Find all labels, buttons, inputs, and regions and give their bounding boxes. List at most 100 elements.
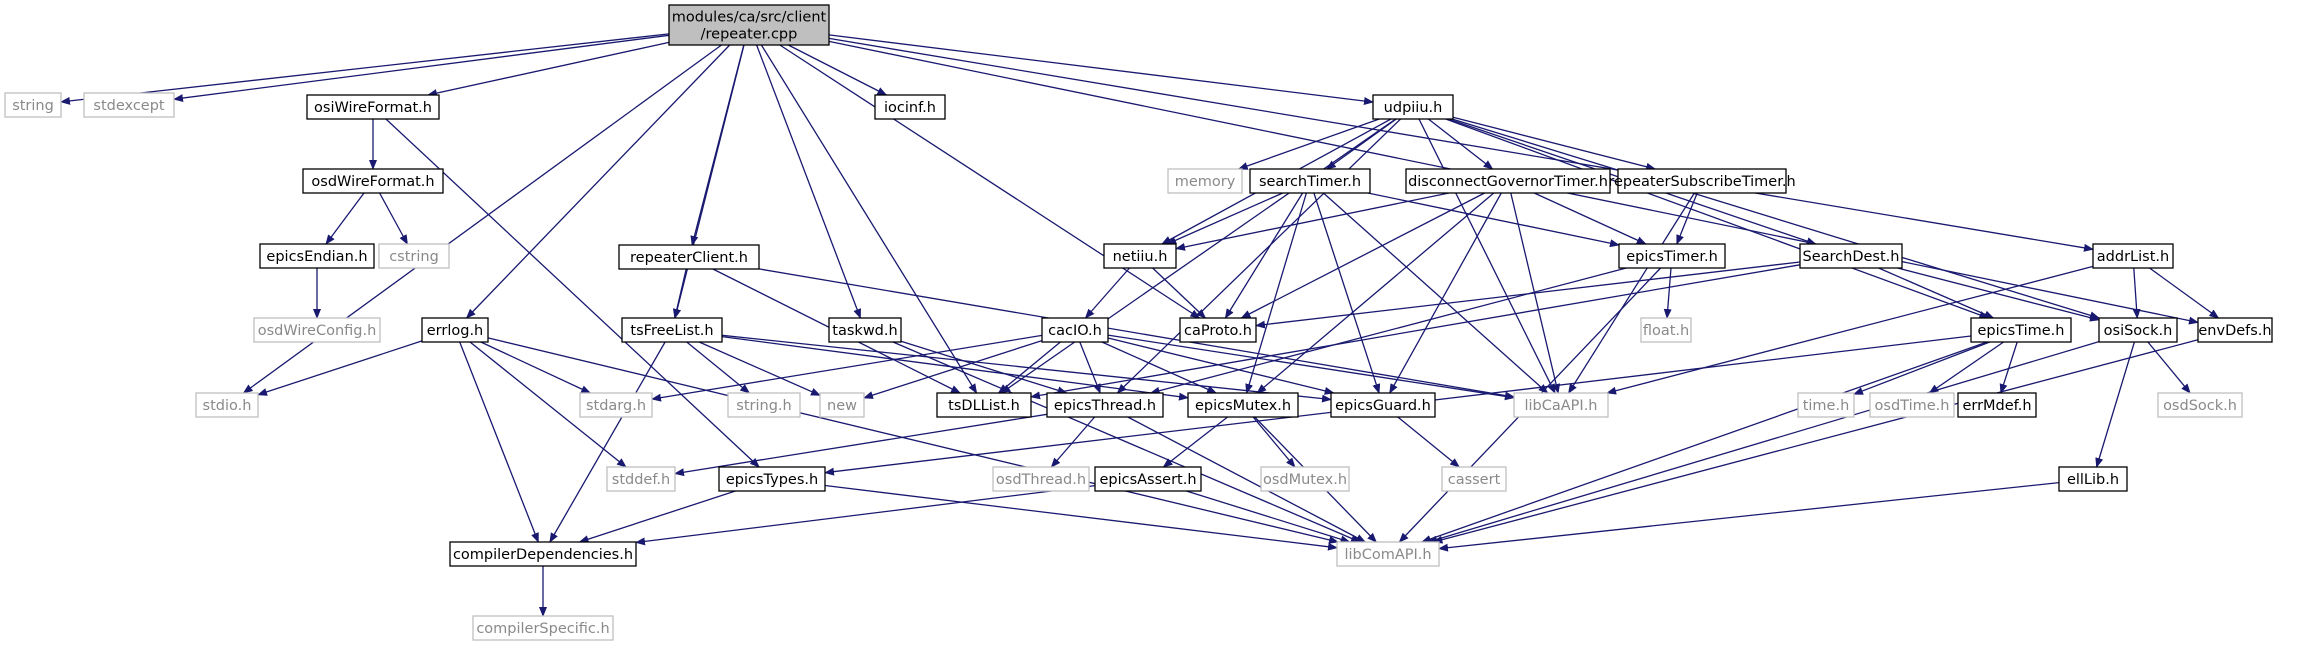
edge-searchTimer-to-epicsTimer — [1367, 192, 1620, 248]
node-disconnectGovernorTimer[interactable]: disconnectGovernorTimer.h — [1405, 168, 1611, 194]
node-label: epicsAssert.h — [1099, 472, 1196, 488]
node-label: libComAPI.h — [1344, 547, 1431, 563]
edge-cacIO-to-libCaAPI — [1107, 334, 1515, 401]
node-label: tsFreeList.h — [630, 323, 713, 339]
edge-tsFreeList-to-epicsMutex — [721, 335, 1189, 401]
node-label: addrList.h — [2097, 249, 2169, 265]
node-label: memory — [1175, 174, 1236, 190]
node-caProto[interactable]: caProto.h — [1179, 317, 1257, 343]
edge-epicsTimer-to-float — [1663, 267, 1672, 319]
node-label: osdThread.h — [996, 472, 1086, 488]
node-box — [1249, 168, 1371, 194]
edge-cacIO-to-tsDLList — [997, 341, 1061, 394]
node-box — [1094, 466, 1202, 492]
node-box — [727, 392, 801, 418]
node-box — [1970, 317, 2072, 343]
edge-root-to-iocinf — [788, 44, 888, 96]
edge-ellLib-to-libComAPI — [1438, 481, 2060, 552]
edge-cacIO-to-new — [863, 339, 1043, 399]
edge-udpiiu-to-libCaAPI — [1418, 118, 1556, 394]
node-osiSock[interactable]: osiSock.h — [2098, 317, 2178, 343]
edge-errlog-to-stdio — [257, 340, 423, 396]
node-epicsAssert[interactable]: epicsAssert.h — [1094, 466, 1202, 492]
node-epicsThread[interactable]: epicsThread.h — [1046, 392, 1164, 418]
node-box — [618, 244, 760, 270]
edge-osiWireFormat-to-epicsTypes — [385, 118, 760, 468]
node-repeaterSubscribeTimer[interactable]: repeaterSubscribeTimer.h — [1608, 168, 1796, 194]
node-label: epicsTimer.h — [1626, 249, 1718, 265]
edge-epicsTime-to-errMdef — [1999, 341, 2018, 394]
edge-addrList-to-libCaAPI — [1606, 265, 2094, 395]
node-epicsTypes[interactable]: epicsTypes.h — [718, 466, 826, 492]
node-label: stdio.h — [203, 398, 252, 414]
node-box — [668, 4, 830, 46]
node-SearchDest[interactable]: SearchDest.h — [1799, 243, 1903, 269]
node-label: osdTime.h — [1875, 398, 1950, 414]
edge-tsFreeList-to-new — [698, 341, 821, 396]
node-iocinf[interactable]: iocinf.h — [874, 94, 946, 120]
node-cassert: cassert — [1441, 466, 1507, 492]
edge-repeaterSubscribeTimer-to-libCaAPI — [1568, 192, 1695, 394]
node-string: string — [4, 92, 62, 118]
node-epicsTime[interactable]: epicsTime.h — [1970, 317, 2072, 343]
edge-SearchDest-to-epicsTime — [1878, 267, 1995, 319]
node-stringh: string.h — [727, 392, 801, 418]
node-tsDLList[interactable]: tsDLList.h — [936, 392, 1032, 418]
node-box — [1046, 392, 1164, 418]
edge-epicsThread-to-stddef — [674, 413, 1048, 477]
node-label: modules/ca/src/client — [672, 10, 827, 26]
edge-envDefs-to-libComAPI — [1432, 339, 2199, 544]
node-cstring: cstring — [378, 243, 450, 269]
node-box — [1957, 392, 2037, 418]
node-epicsTimer[interactable]: epicsTimer.h — [1618, 243, 1726, 269]
node-osiWireFormat[interactable]: osiWireFormat.h — [306, 94, 440, 120]
edge-epicsThread-to-osdThread — [1050, 416, 1096, 468]
node-box — [579, 392, 653, 418]
edge-layer — [60, 33, 2220, 617]
node-tsFreeList[interactable]: tsFreeList.h — [621, 317, 723, 343]
node-osdWireFormat[interactable]: osdWireFormat.h — [302, 168, 444, 194]
node-label: caProto.h — [1184, 323, 1252, 339]
node-label: disconnectGovernorTimer.h — [1408, 174, 1608, 190]
node-label: string.h — [736, 398, 791, 414]
node-box — [819, 392, 865, 418]
node-epicsMutex[interactable]: epicsMutex.h — [1187, 392, 1299, 418]
node-label: stdarg.h — [586, 398, 646, 414]
node-label: osiWireFormat.h — [314, 100, 432, 116]
node-epicsGuard[interactable]: epicsGuard.h — [1330, 392, 1436, 418]
node-envDefs[interactable]: envDefs.h — [2197, 317, 2273, 343]
node-errlog[interactable]: errlog.h — [421, 317, 489, 343]
node-netiiu[interactable]: netiiu.h — [1103, 243, 1177, 269]
node-cacIO[interactable]: cacIO.h — [1041, 317, 1109, 343]
edge-cacIO-to-epicsMutex — [1101, 341, 1218, 394]
node-label: envDefs.h — [2198, 323, 2271, 339]
node-box — [606, 466, 676, 492]
node-layer: modules/ca/src/client/repeater.cpp string… — [4, 4, 2273, 641]
edge-addrList-to-osiSock — [2132, 267, 2141, 319]
node-ellLib[interactable]: ellLib.h — [2058, 466, 2128, 492]
node-epicsEndian[interactable]: epicsEndian.h — [259, 243, 375, 269]
edge-root-to-osiWireFormat — [427, 41, 670, 97]
node-repeaterClient[interactable]: repeaterClient.h — [618, 244, 760, 270]
node-label: string — [12, 98, 54, 114]
edge-disconnectGovernorTimer-to-caProto — [1240, 192, 1485, 319]
node-addrList[interactable]: addrList.h — [2092, 243, 2174, 269]
edge-root-to-taskwd — [755, 44, 862, 319]
node-box — [2092, 243, 2174, 269]
edge-SearchDest-to-osiSock — [1897, 267, 2100, 322]
node-compilerDependencies[interactable]: compilerDependencies.h — [449, 541, 637, 567]
node-errMdef[interactable]: errMdef.h — [1957, 392, 2037, 418]
node-udpiiu[interactable]: udpiiu.h — [1372, 94, 1454, 120]
node-box — [1869, 392, 1955, 418]
node-memory: memory — [1167, 168, 1243, 194]
node-label: stddef.h — [612, 472, 670, 488]
edge-udpiiu-to-osiSock — [1451, 118, 2100, 320]
node-label: epicsEndian.h — [266, 249, 367, 265]
node-label: osdWireConfig.h — [258, 323, 377, 339]
node-label: float.h — [1643, 323, 1689, 339]
node-searchTimer[interactable]: searchTimer.h — [1249, 168, 1371, 194]
node-root[interactable]: modules/ca/src/client/repeater.cpp — [668, 4, 830, 46]
node-taskwd[interactable]: taskwd.h — [828, 317, 902, 343]
node-box — [1441, 466, 1507, 492]
edge-epicsTimer-to-epicsThread — [1149, 267, 1627, 395]
